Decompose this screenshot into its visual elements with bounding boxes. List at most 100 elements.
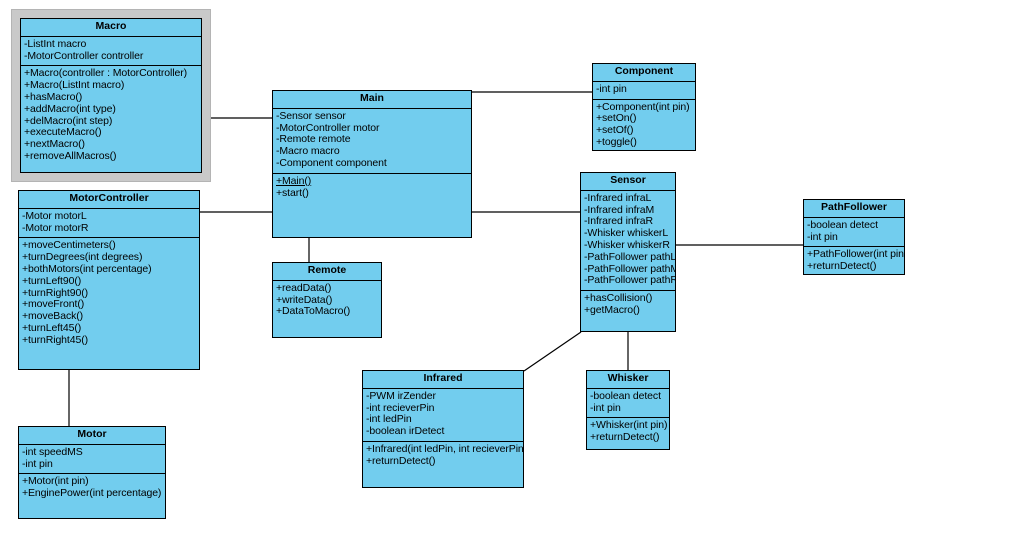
uml-method: +DataToMacro() xyxy=(276,305,351,318)
uml-attribute: -int pin xyxy=(596,82,627,95)
uml-method: +turnRight90() xyxy=(22,286,89,299)
uml-class-pathfollower[interactable]: PathFollower -boolean detect -int pin +P… xyxy=(803,199,905,275)
uml-attributes-section: -boolean detect -int pin xyxy=(804,218,904,248)
uml-attribute: -PathFollower pathL xyxy=(584,250,676,263)
uml-attributes-section: -PWM irZender -int recieverPin -int ledP… xyxy=(363,389,523,442)
uml-class-main[interactable]: Main -Sensor sensor -MotorController mot… xyxy=(272,90,472,238)
uml-attributes-section: -Infrared infraL -Infrared infraM -Infra… xyxy=(581,191,676,292)
uml-methods-section: +Main() +start() xyxy=(273,174,471,203)
uml-attribute: -boolean irDetect xyxy=(366,425,445,438)
uml-method: +nextMacro() xyxy=(24,138,85,151)
uml-attribute: -PathFollower pathR xyxy=(584,274,676,287)
uml-methods-section: +Component(int pin) +setOn() +setOf() +t… xyxy=(593,100,695,150)
uml-method: +Macro(ListInt macro) xyxy=(24,79,125,92)
uml-method: +turnLeft45() xyxy=(22,321,82,334)
uml-attribute: -Motor motorL xyxy=(22,209,87,222)
uml-attribute: -Component component xyxy=(276,156,387,169)
uml-class-motor[interactable]: Motor -int speedMS -int pin +Motor(int p… xyxy=(18,426,166,519)
uml-method: +returnDetect() xyxy=(366,454,436,467)
uml-attribute: -PWM irZender xyxy=(366,389,436,402)
uml-attribute: -MotorController controller xyxy=(24,49,144,62)
uml-method: +returnDetect() xyxy=(590,431,660,444)
uml-class-title: Remote xyxy=(273,263,381,281)
uml-class-title: Component xyxy=(593,64,695,82)
uml-attribute: -ListInt macro xyxy=(24,37,87,50)
uml-method: +Motor(int pin) xyxy=(22,475,89,488)
uml-method: +Whisker(int pin) xyxy=(590,419,668,432)
uml-method: +hasCollision() xyxy=(584,292,653,305)
uml-method: +Infrared(int ledPin, int recieverPin) xyxy=(366,442,524,455)
uml-class-title: Sensor xyxy=(581,173,675,191)
uml-attribute: -Sensor sensor xyxy=(276,109,346,122)
uml-method: +turnRight45() xyxy=(22,333,89,346)
uml-attributes-section: -Motor motorL -Motor motorR xyxy=(19,209,199,239)
uml-attribute: -int ledPin xyxy=(366,413,412,426)
uml-methods-section: +Whisker(int pin) +returnDetect() xyxy=(587,418,669,447)
uml-attribute: -Macro macro xyxy=(276,145,340,158)
uml-method: +turnDegrees(int degrees) xyxy=(22,251,143,264)
uml-attributes-section: -boolean detect -int pin xyxy=(587,389,669,419)
uml-method: +PathFollower(int pin) xyxy=(807,248,905,261)
uml-methods-section: +readData() +writeData() +DataToMacro() xyxy=(273,281,381,321)
uml-class-motorcontroller[interactable]: MotorController -Motor motorL -Motor mot… xyxy=(18,190,200,370)
connector-sensor-infrared xyxy=(523,331,582,372)
uml-methods-section: +Motor(int pin) +EnginePower(int percent… xyxy=(19,474,165,503)
uml-attribute: -boolean detect xyxy=(807,218,878,231)
uml-method: +setOn() xyxy=(596,112,637,125)
uml-attribute: -Whisker whiskerR xyxy=(584,238,670,251)
uml-methods-section: +moveCentimeters() +turnDegrees(int degr… xyxy=(19,238,199,349)
uml-attribute: -PathFollower pathM xyxy=(584,262,676,275)
uml-method: +executeMacro() xyxy=(24,126,102,139)
uml-attribute: -MotorController motor xyxy=(276,121,380,134)
uml-methods-section: +PathFollower(int pin) +returnDetect() xyxy=(804,247,905,274)
uml-attributes-section: -Sensor sensor -MotorController motor -R… xyxy=(273,109,471,174)
uml-class-title: Macro xyxy=(21,19,201,37)
uml-methods-section: +hasCollision() +getMacro() xyxy=(581,291,675,320)
uml-class-component[interactable]: Component -int pin +Component(int pin) +… xyxy=(592,63,696,151)
uml-method: +setOf() xyxy=(596,124,634,137)
uml-method: +bothMotors(int percentage) xyxy=(22,262,152,275)
uml-methods-section: +Infrared(int ledPin, int recieverPin) +… xyxy=(363,442,523,471)
uml-attribute: -Infrared infraR xyxy=(584,215,654,228)
uml-class-title: Motor xyxy=(19,427,165,445)
uml-attribute: -Motor motorR xyxy=(22,221,89,234)
uml-method: +removeAllMacros() xyxy=(24,149,117,162)
uml-attribute: -int pin xyxy=(22,457,53,470)
uml-method: +hasMacro() xyxy=(24,90,83,103)
uml-methods-section: +Macro(controller : MotorController) +Ma… xyxy=(21,66,201,165)
uml-method: +moveFront() xyxy=(22,298,85,311)
uml-attributes-section: -int pin xyxy=(593,82,695,100)
uml-method: +start() xyxy=(276,186,309,199)
uml-method: +Macro(controller : MotorController) xyxy=(24,67,187,80)
uml-method: +turnLeft90() xyxy=(22,274,82,287)
uml-attribute: -Infrared infraM xyxy=(584,203,655,216)
uml-method: +writeData() xyxy=(276,293,333,306)
uml-class-title: PathFollower xyxy=(804,200,904,218)
uml-attribute: -boolean detect xyxy=(590,389,661,402)
uml-class-title: Infrared xyxy=(363,371,523,389)
uml-class-macro[interactable]: Macro -ListInt macro -MotorController co… xyxy=(20,18,202,173)
uml-class-remote[interactable]: Remote +readData() +writeData() +DataToM… xyxy=(272,262,382,338)
uml-method: +readData() xyxy=(276,281,332,294)
uml-attributes-section: -ListInt macro -MotorController controll… xyxy=(21,37,201,67)
uml-attribute: -Whisker whiskerL xyxy=(584,227,669,240)
uml-method: +returnDetect() xyxy=(807,260,877,273)
uml-class-title: Main xyxy=(273,91,471,109)
uml-attribute: -Infrared infraL xyxy=(584,191,652,204)
uml-method: +getMacro() xyxy=(584,303,640,316)
uml-class-title: MotorController xyxy=(19,191,199,209)
uml-attributes-section: -int speedMS -int pin xyxy=(19,445,165,475)
uml-attribute: -int pin xyxy=(807,230,838,243)
uml-attribute: -int pin xyxy=(590,401,621,414)
uml-class-infrared[interactable]: Infrared -PWM irZender -int recieverPin … xyxy=(362,370,524,488)
uml-class-whisker[interactable]: Whisker -boolean detect -int pin +Whiske… xyxy=(586,370,670,450)
uml-attribute: -Remote remote xyxy=(276,133,351,146)
uml-attribute: -int recieverPin xyxy=(366,401,435,414)
uml-method: +moveCentimeters() xyxy=(22,239,116,252)
uml-method: +toggle() xyxy=(596,135,637,148)
uml-method: +delMacro(int step) xyxy=(24,114,113,127)
uml-method-static: +Main() xyxy=(276,174,312,187)
uml-class-title: Whisker xyxy=(587,371,669,389)
uml-class-sensor[interactable]: Sensor -Infrared infraL -Infrared infraM… xyxy=(580,172,676,332)
